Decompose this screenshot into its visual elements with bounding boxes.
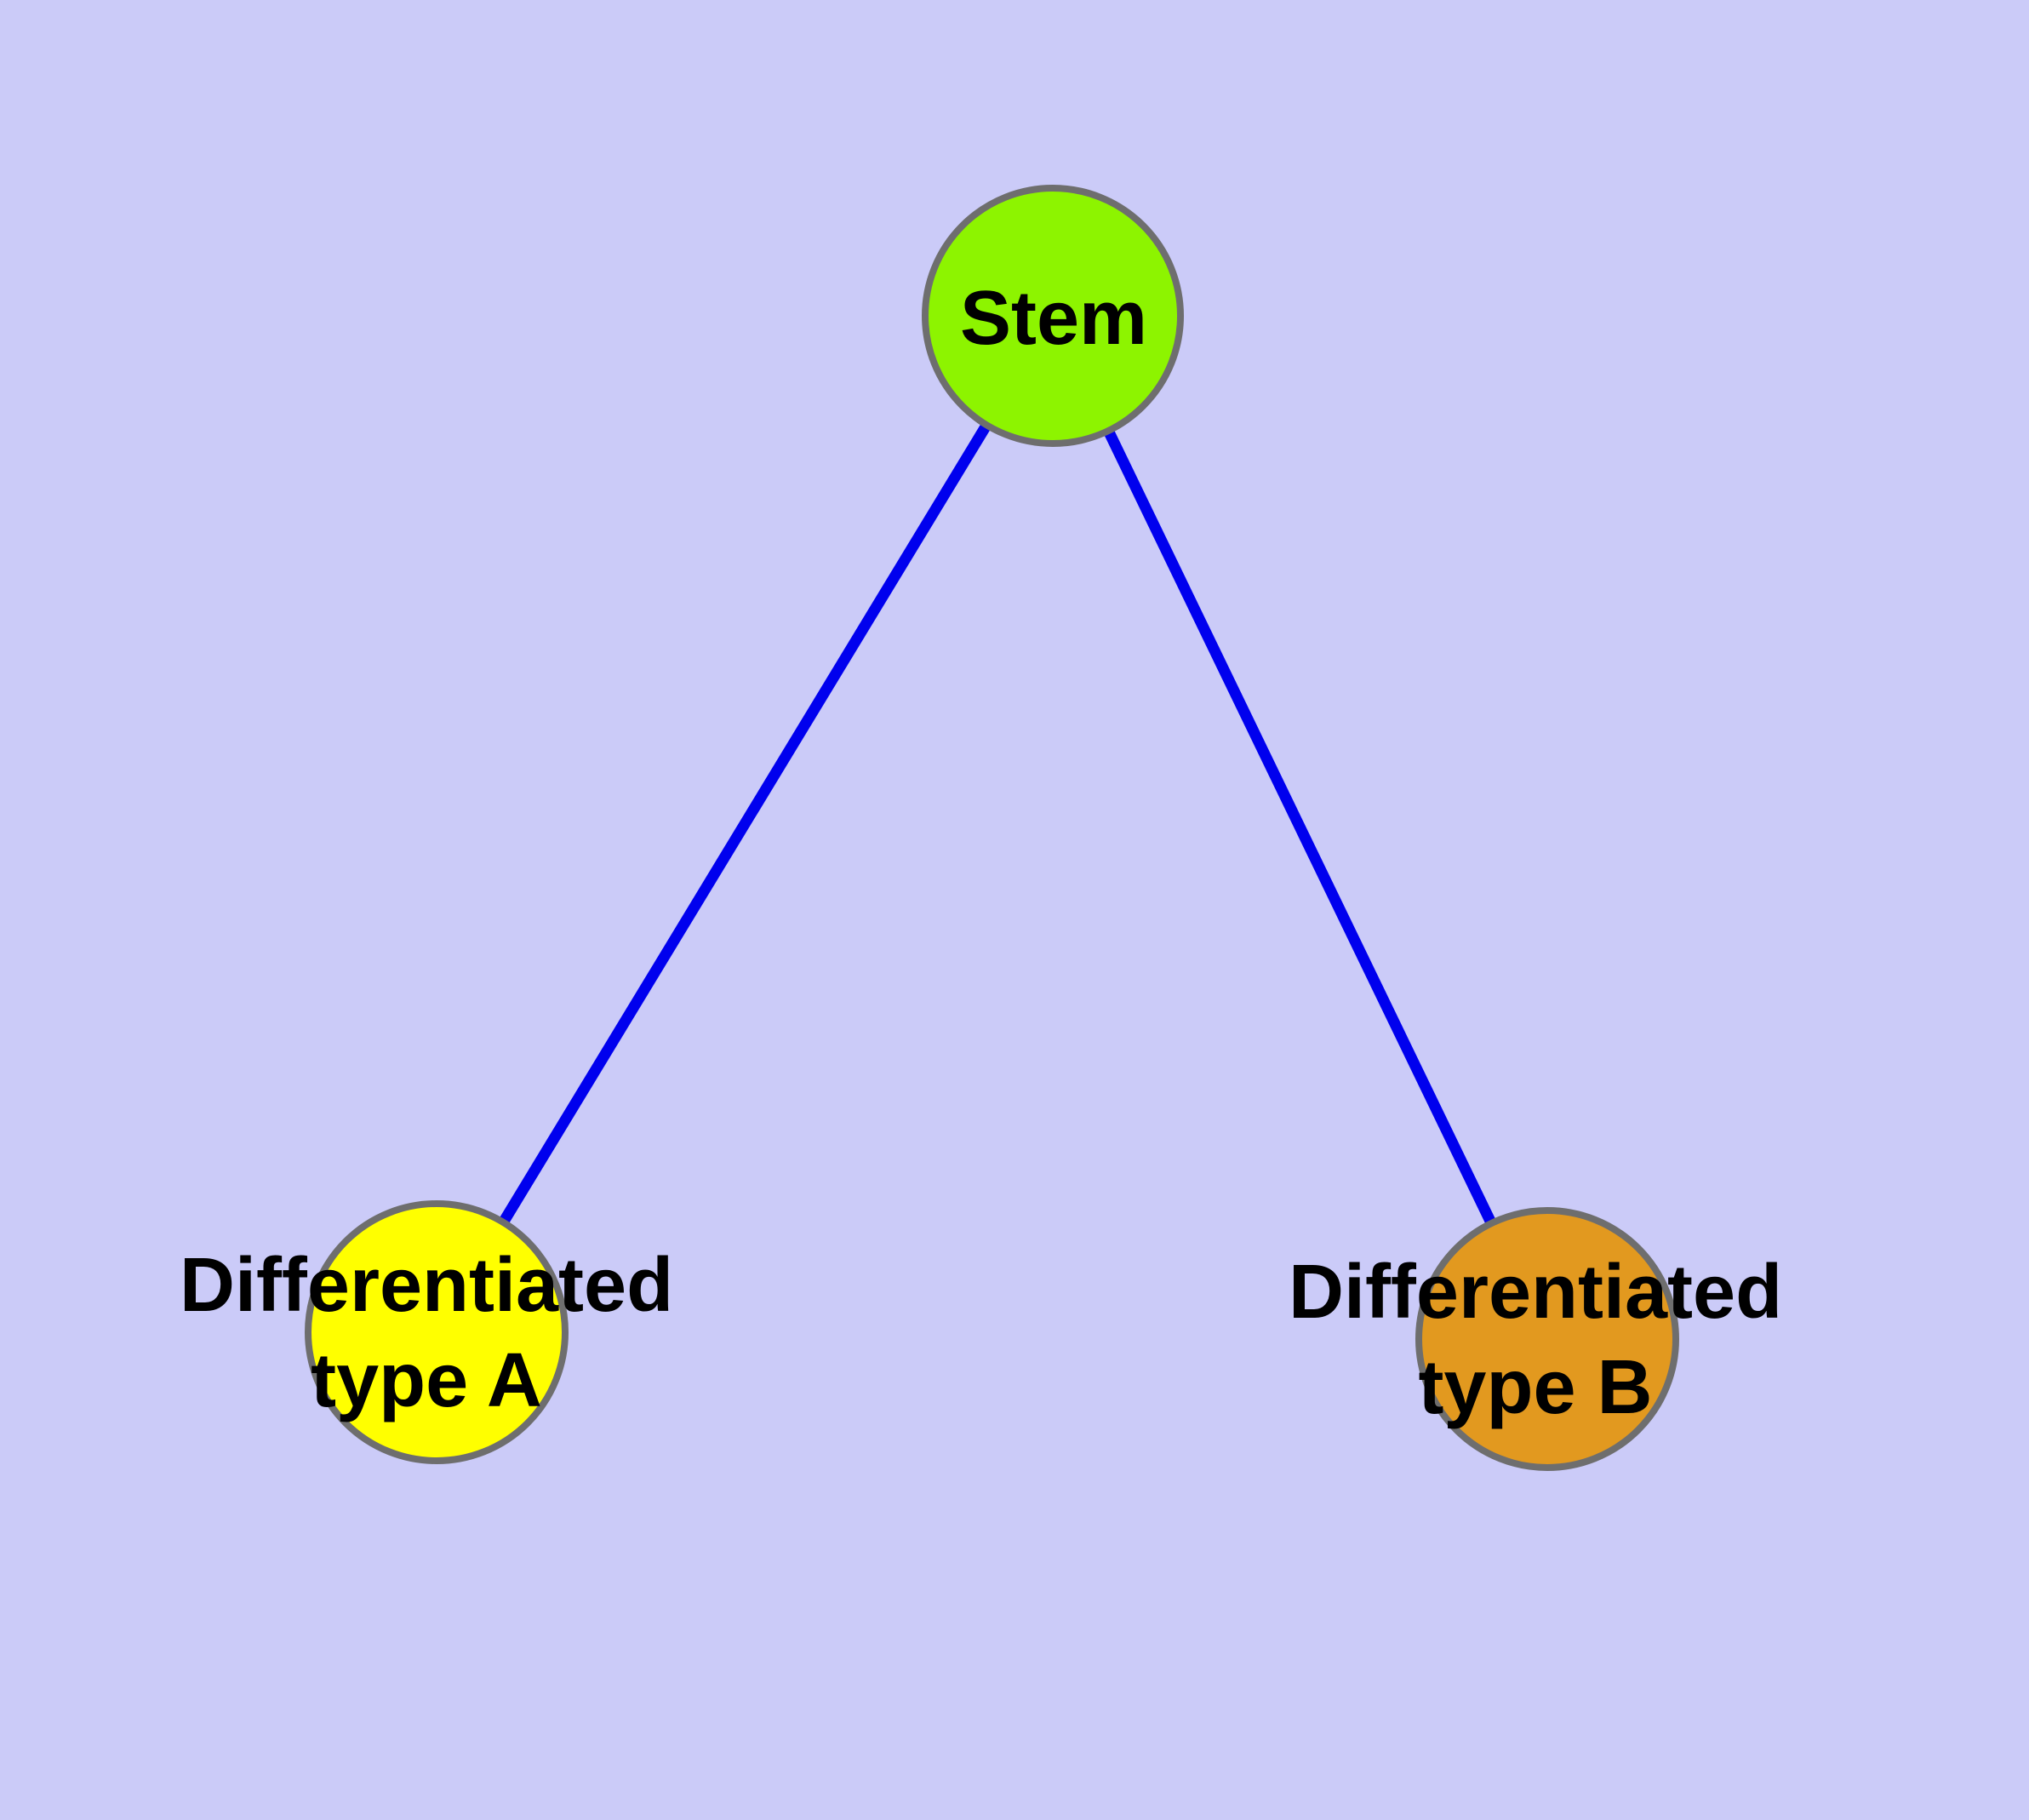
edge-stem-to-type-a bbox=[432, 312, 1058, 1336]
node-type-b-circle bbox=[1415, 1207, 1679, 1471]
node-type-b-label: Differentiated type B bbox=[1288, 1250, 1783, 1430]
node-stem-label: Stem bbox=[959, 276, 1148, 361]
node-stem-circle bbox=[922, 185, 1184, 447]
edge-stem-to-type-b bbox=[1048, 313, 1552, 1342]
node-type-a-label: Differentiated type A bbox=[179, 1243, 674, 1423]
node-type-a-circle bbox=[305, 1200, 569, 1464]
